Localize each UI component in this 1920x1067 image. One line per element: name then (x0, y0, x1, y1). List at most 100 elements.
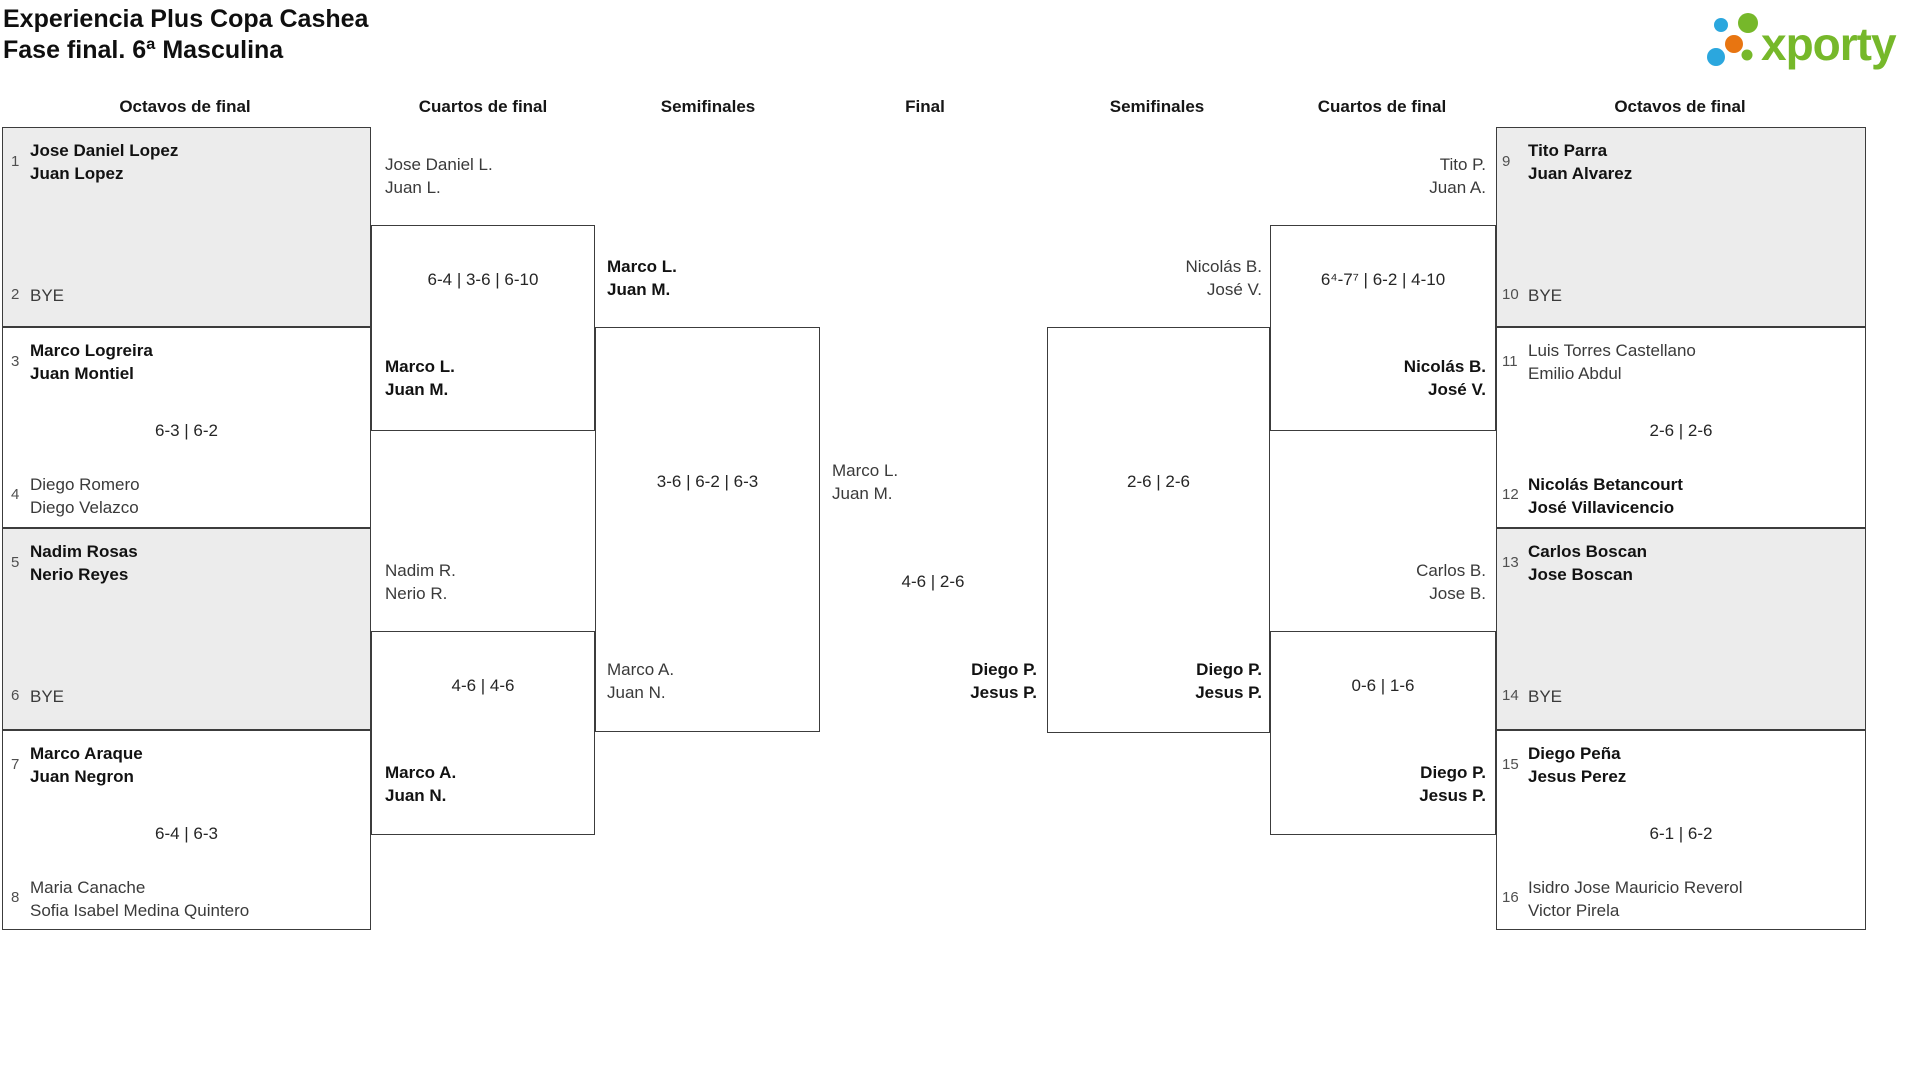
match-score: 2-6 | 2-6 (1126, 472, 1190, 491)
qf-right-match-1-box[interactable] (1270, 225, 1496, 431)
logo-dot-green-large (1738, 13, 1758, 33)
match-score: 6⁴-7⁷ | 6-2 | 4-10 (1320, 270, 1446, 289)
match-score: 4-6 | 4-6 (451, 676, 515, 695)
sf-left-match-box[interactable] (595, 327, 820, 732)
r16-right-match-3-box[interactable] (1496, 528, 1866, 730)
seed-number: 13 (1502, 554, 1519, 571)
team-name: Jesus P. (1195, 683, 1262, 702)
team-name: Diego P. (1420, 763, 1486, 782)
team-name: Diego P. (971, 660, 1037, 679)
team-name: Victor Pirela (1528, 901, 1620, 920)
team-name: José V. (1428, 380, 1486, 399)
team-name: Nicolás B. (1185, 257, 1262, 276)
r16-right-match-2-box[interactable] (1496, 327, 1866, 528)
team-name: Marco A. (385, 763, 457, 782)
team-name: Nicolás Betancourt (1528, 475, 1683, 494)
team-name-bye: BYE (1528, 687, 1563, 706)
r16-left-match-2-box[interactable] (2, 327, 371, 528)
team-name: Nicolás B. (1403, 357, 1486, 376)
team-name: Tito P. (1439, 155, 1486, 174)
phase-name: Fase final. 6ª Masculina (3, 36, 284, 64)
team-name: Marco Araque (30, 744, 143, 763)
team-name: Jesus P. (1419, 786, 1486, 805)
team-name: José Villavicencio (1528, 498, 1675, 517)
team-name: Marco L. (832, 461, 899, 480)
qf-right-match-2-box[interactable] (1270, 631, 1496, 835)
match-score: 0-6 | 1-6 (1351, 676, 1415, 695)
seed-number: 7 (11, 756, 20, 773)
logo-dot-blue-small (1714, 18, 1728, 32)
r16-right-match-4-box[interactable] (1496, 730, 1866, 930)
team-name: Nadim Rosas (30, 542, 138, 561)
seed-number: 14 (1502, 687, 1519, 704)
team-name: Juan Alvarez (1528, 164, 1633, 183)
xporty-logo: xporty (1707, 13, 1898, 70)
team-name: Jesus P. (970, 683, 1037, 702)
team-name: Carlos B. (1416, 561, 1486, 580)
team-name: Isidro Jose Mauricio Reverol (1528, 878, 1743, 897)
match-score: 6-4 | 3-6 | 6-10 (427, 270, 539, 289)
r16-right-match-1-box[interactable] (1496, 127, 1866, 327)
seed-number: 2 (11, 286, 20, 303)
match-score: 6-1 | 6-2 (1649, 824, 1713, 843)
team-name: Marco A. (607, 660, 675, 679)
round-header-qf-left: Cuartos de final (418, 97, 548, 116)
round-header-final: Final (905, 97, 945, 116)
logo-dot-blue-large (1707, 48, 1725, 66)
seed-number: 8 (11, 889, 20, 906)
team-name: Juan M. (832, 484, 893, 503)
seed-number: 6 (11, 687, 20, 704)
team-name: Sofia Isabel Medina Quintero (30, 901, 250, 920)
seed-number: 9 (1502, 153, 1511, 170)
team-name-bye: BYE (30, 687, 65, 706)
team-name: Juan M. (385, 380, 449, 399)
match-score: 6-3 | 6-2 (154, 421, 218, 440)
team-name: Juan N. (385, 786, 447, 805)
team-name: Juan Lopez (30, 164, 124, 183)
team-name-bye: BYE (30, 286, 65, 305)
qf-left-match-2-box[interactable] (371, 631, 595, 835)
team-name: Nerio R. (385, 584, 448, 603)
team-name: Diego Peña (1528, 744, 1621, 763)
team-name: Maria Canache (30, 878, 146, 897)
team-name: Jose B. (1429, 584, 1486, 603)
r16-left-match-3-box[interactable] (2, 528, 371, 730)
match-score: 2-6 | 2-6 (1649, 421, 1713, 440)
team-name: Diego Velazco (30, 498, 139, 517)
match-score: 4-6 | 2-6 (901, 572, 965, 591)
round-header-sf-left: Semifinales (660, 97, 756, 116)
seed-number: 10 (1502, 286, 1519, 303)
seed-number: 1 (11, 153, 20, 170)
round-header-r16-right: Octavos de final (1614, 97, 1746, 116)
team-name: Carlos Boscan (1528, 542, 1648, 561)
r16-left-match-1-box[interactable] (2, 127, 371, 327)
seed-number: 5 (11, 554, 20, 571)
team-name: Juan Negron (30, 767, 134, 786)
sf-right-match-box[interactable] (1047, 327, 1270, 733)
team-name-bye: BYE (1528, 286, 1563, 305)
page-title: Experiencia Plus Copa Cashea Fase final.… (3, 4, 368, 66)
team-name: Emilio Abdul (1528, 364, 1622, 383)
logo-text: xporty (1761, 18, 1897, 70)
logo-dot-orange (1725, 35, 1743, 53)
seed-number: 16 (1502, 889, 1519, 906)
team-name: Jose Daniel Lopez (30, 141, 179, 160)
seed-number: 11 (1502, 353, 1518, 370)
seed-number: 3 (11, 353, 20, 370)
match-score: 6-4 | 6-3 (154, 824, 218, 843)
r16-left-match-4-box[interactable] (2, 730, 371, 930)
team-name: Diego Romero (30, 475, 140, 494)
round-header-qf-right: Cuartos de final (1317, 97, 1447, 116)
team-name: Nadim R. (385, 561, 456, 580)
qf-left-match-1-box[interactable] (371, 225, 595, 431)
round-header-sf-right: Semifinales (1109, 97, 1205, 116)
team-name: Tito Parra (1528, 141, 1608, 160)
team-name: Marco L. (607, 257, 677, 276)
team-name: Jesus Perez (1528, 767, 1627, 786)
team-name: Juan N. (607, 683, 666, 702)
logo-dot-green-small (1741, 49, 1753, 61)
seed-number: 12 (1502, 486, 1519, 503)
team-name: Jose Boscan (1528, 565, 1633, 584)
team-name: Juan Montiel (30, 364, 134, 383)
